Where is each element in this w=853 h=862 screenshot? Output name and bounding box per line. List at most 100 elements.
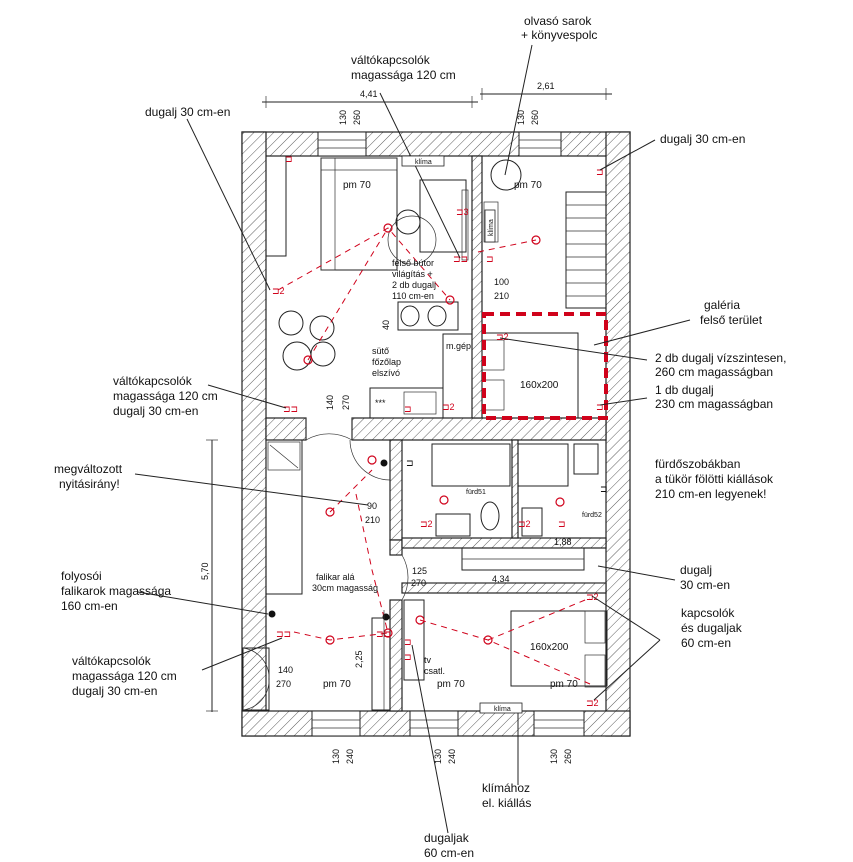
dugalj-left-top: dugalj 30 cm-en bbox=[145, 105, 230, 119]
svg-text:130: 130 bbox=[433, 749, 443, 764]
svg-text:váltókapcsolók: váltókapcsolók bbox=[113, 374, 193, 388]
svg-text:130: 130 bbox=[331, 749, 341, 764]
svg-text:magassága 120 cm: magassága 120 cm bbox=[72, 669, 177, 683]
svg-text:nyitásirány!: nyitásirány! bbox=[59, 477, 120, 491]
svg-text:⊐: ⊐ bbox=[285, 154, 293, 164]
washing-machine-label: m.gép bbox=[446, 341, 471, 351]
dim-top-left: 4,41 bbox=[360, 89, 378, 99]
svg-text:⊐2: ⊐2 bbox=[586, 592, 599, 602]
svg-text:világítás +: világítás + bbox=[392, 269, 433, 279]
svg-text:260: 260 bbox=[352, 110, 362, 125]
svg-text:60 cm-en: 60 cm-en bbox=[424, 846, 474, 860]
bed-bottom: 160x200 bbox=[530, 642, 569, 653]
bath-1-label: fürd51 bbox=[466, 489, 486, 496]
galeria-area bbox=[482, 312, 608, 420]
pm70-living: pm 70 bbox=[343, 180, 371, 191]
svg-text:magassága 120 cm: magassága 120 cm bbox=[113, 389, 218, 403]
svg-text:60 cm-en: 60 cm-en bbox=[681, 636, 731, 650]
svg-text:110 cm-en: 110 cm-en bbox=[392, 291, 434, 301]
dim-left-vertical: 5,70 bbox=[200, 562, 210, 580]
pm70-b1: pm 70 bbox=[323, 679, 351, 690]
dim-corridor-vertical: 2,25 bbox=[354, 650, 364, 668]
svg-text:⊐3: ⊐3 bbox=[456, 207, 469, 217]
svg-text:⊐: ⊐ bbox=[600, 484, 608, 494]
svg-text:30cm magasság: 30cm magasság bbox=[312, 583, 378, 593]
svg-text:130: 130 bbox=[338, 110, 348, 125]
svg-text:2 db dugalj vízszintesen,: 2 db dugalj vízszintesen, bbox=[655, 351, 786, 365]
svg-text:el. kiállás: el. kiállás bbox=[482, 796, 531, 810]
svg-text:⊐: ⊐ bbox=[558, 519, 566, 529]
dimension-lines bbox=[206, 88, 612, 712]
svg-text:⊐⊐: ⊐⊐ bbox=[276, 629, 291, 639]
svg-text:csatl.: csatl. bbox=[424, 666, 445, 676]
svg-text:130: 130 bbox=[516, 110, 526, 125]
svg-text:a tükör fölötti kiállások: a tükör fölötti kiállások bbox=[655, 472, 774, 486]
annotation-texts: olvasó sarok + könyvespolc váltókapcsoló… bbox=[54, 14, 786, 860]
bath-2-label: fürd52 bbox=[582, 512, 602, 519]
dimension-texts: 4,41 2,61 5,70 4,34 2,25 130 260 130 260… bbox=[200, 81, 573, 764]
outer-walls bbox=[241, 131, 631, 737]
svg-text:125: 125 bbox=[412, 566, 427, 576]
klima-top: klíma bbox=[415, 159, 432, 166]
svg-text:főzőlap: főzőlap bbox=[372, 357, 401, 367]
doors bbox=[242, 418, 409, 711]
svg-text:folyosói: folyosói bbox=[61, 569, 102, 583]
svg-text:30 cm-en: 30 cm-en bbox=[680, 578, 730, 592]
svg-text:2 db dugalj: 2 db dugalj bbox=[392, 280, 436, 290]
svg-text:⊐: ⊐ bbox=[404, 637, 412, 647]
svg-text:⊐: ⊐ bbox=[486, 254, 494, 264]
dim-bath-width: 4,34 bbox=[492, 574, 510, 584]
svg-text:dugalj 30 cm-en: dugalj 30 cm-en bbox=[113, 404, 198, 418]
svg-text:⊐: ⊐ bbox=[404, 404, 412, 414]
svg-text:fürdőszobákban: fürdőszobákban bbox=[655, 457, 740, 471]
galeria-line1: galéria bbox=[704, 298, 740, 312]
svg-text:⊐2: ⊐2 bbox=[518, 519, 531, 529]
svg-text:270: 270 bbox=[276, 679, 291, 689]
svg-text:210 cm-en legyenek!: 210 cm-en legyenek! bbox=[655, 487, 766, 501]
valto-top-line2: magassága 120 cm bbox=[351, 68, 456, 82]
inner-walls bbox=[265, 155, 607, 712]
svg-text:130: 130 bbox=[549, 749, 559, 764]
svg-text:⊐⊐: ⊐⊐ bbox=[376, 629, 391, 639]
svg-text:megváltozott: megváltozott bbox=[54, 462, 123, 476]
svg-text:270: 270 bbox=[341, 395, 351, 410]
wiring bbox=[277, 227, 591, 685]
bed-top: 160x200 bbox=[520, 380, 559, 391]
dugalj-right-top: dugalj 30 cm-en bbox=[660, 132, 745, 146]
svg-text:elszívó: elszívó bbox=[372, 368, 400, 378]
svg-text:90: 90 bbox=[367, 501, 377, 511]
svg-text:240: 240 bbox=[447, 749, 457, 764]
svg-text:sütő: sütő bbox=[372, 346, 389, 356]
klima-side: klíma bbox=[488, 219, 495, 236]
svg-text:⊐: ⊐ bbox=[404, 652, 412, 662]
svg-text:270: 270 bbox=[411, 578, 426, 588]
svg-text:váltókapcsolók: váltókapcsolók bbox=[72, 654, 152, 668]
svg-text:és dugaljak: és dugaljak bbox=[681, 621, 743, 635]
svg-text:⊐: ⊐ bbox=[596, 167, 604, 177]
svg-text:230 cm magasságban: 230 cm magasságban bbox=[655, 397, 773, 411]
pm70-b2: pm 70 bbox=[437, 679, 465, 690]
svg-text:160 cm-en: 160 cm-en bbox=[61, 599, 118, 613]
svg-text:⊐: ⊐ bbox=[406, 458, 414, 468]
svg-text:⊐2: ⊐2 bbox=[496, 332, 509, 342]
svg-text:⊐2: ⊐2 bbox=[442, 402, 455, 412]
svg-text:40: 40 bbox=[381, 320, 391, 330]
svg-text:⊐⊐: ⊐⊐ bbox=[453, 254, 468, 264]
pm70-b3: pm 70 bbox=[550, 679, 578, 690]
svg-text:210: 210 bbox=[365, 515, 380, 525]
svg-text:1,88: 1,88 bbox=[554, 537, 572, 547]
svg-text:260: 260 bbox=[563, 749, 573, 764]
klima-bottom: klíma bbox=[494, 706, 511, 713]
svg-text:tv: tv bbox=[424, 655, 432, 665]
svg-text:140: 140 bbox=[325, 395, 335, 410]
stars-label: *** bbox=[375, 398, 386, 408]
svg-text:⊐⊐: ⊐⊐ bbox=[283, 404, 298, 414]
svg-text:dugalj: dugalj bbox=[680, 563, 712, 577]
svg-text:⊐: ⊐ bbox=[596, 402, 604, 412]
svg-text:⊐2: ⊐2 bbox=[586, 698, 599, 708]
olvaso-line2: + könyvespolc bbox=[521, 28, 597, 42]
svg-text:dugalj 30 cm-en: dugalj 30 cm-en bbox=[72, 684, 157, 698]
svg-text:240: 240 bbox=[345, 749, 355, 764]
svg-text:klímához: klímához bbox=[482, 781, 530, 795]
leader-lines bbox=[134, 44, 691, 834]
